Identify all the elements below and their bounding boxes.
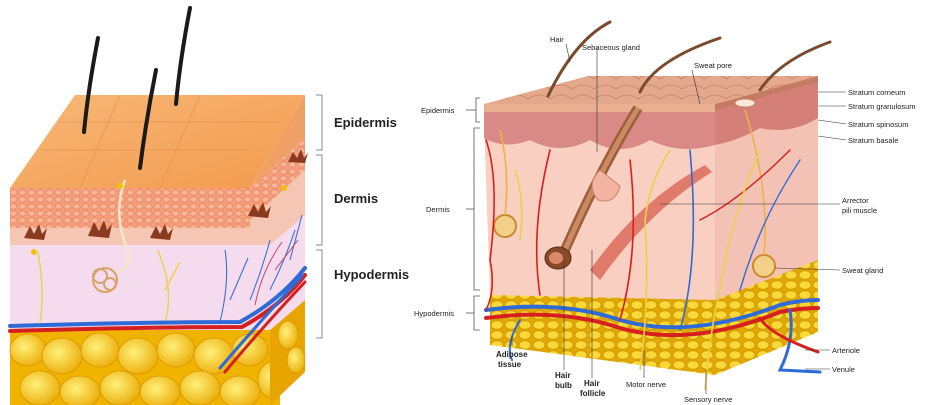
left-label-dermis: Dermis <box>334 191 378 206</box>
label-hair: Hair <box>550 35 564 44</box>
label-epidermis-right: Epidermis <box>421 106 455 115</box>
label-hypodermis-right: Hypodermis <box>414 309 454 318</box>
label-adipose-line1: Adipose <box>496 350 528 359</box>
label-arteriole: Arteriole <box>832 346 860 355</box>
label-hair-follicle-line1: Hair <box>584 379 600 388</box>
right-brackets <box>466 98 480 330</box>
right-skin-block <box>484 22 830 390</box>
right-epidermis-front <box>484 108 715 149</box>
label-stratum-corneum: Stratum corneum <box>848 88 906 97</box>
left-brackets <box>316 95 322 338</box>
label-motor-nerve: Motor nerve <box>626 380 666 389</box>
left-label-epidermis: Epidermis <box>334 115 397 130</box>
label-hair-bulb-line2: bulb <box>555 381 572 390</box>
label-hair-bulb-line1: Hair <box>555 371 571 380</box>
label-venule: Venule <box>832 365 855 374</box>
label-sensory-nerve: Sensory nerve <box>684 395 732 404</box>
label-sweat-pore: Sweat pore <box>694 61 732 70</box>
label-hair-follicle-line2: follicle <box>580 389 606 398</box>
label-arrector-line2: pili muscle <box>842 206 877 215</box>
label-sebaceous-gland: Sebaceous gland <box>582 43 640 52</box>
label-arrector-line1: Arrector <box>842 196 869 205</box>
label-dermis-right: Dermis <box>426 205 450 214</box>
label-adipose-line2: tissue <box>498 360 522 369</box>
label-stratum-basale: Stratum basale <box>848 136 898 145</box>
left-label-hypodermis: Hypodermis <box>334 267 409 282</box>
label-stratum-granulosum: Stratum granulosum <box>848 102 916 111</box>
label-sweat-gland: Sweat gland <box>842 266 883 275</box>
left-skin-block <box>10 8 308 405</box>
label-stratum-spinosum: Stratum spinosum <box>848 120 908 129</box>
